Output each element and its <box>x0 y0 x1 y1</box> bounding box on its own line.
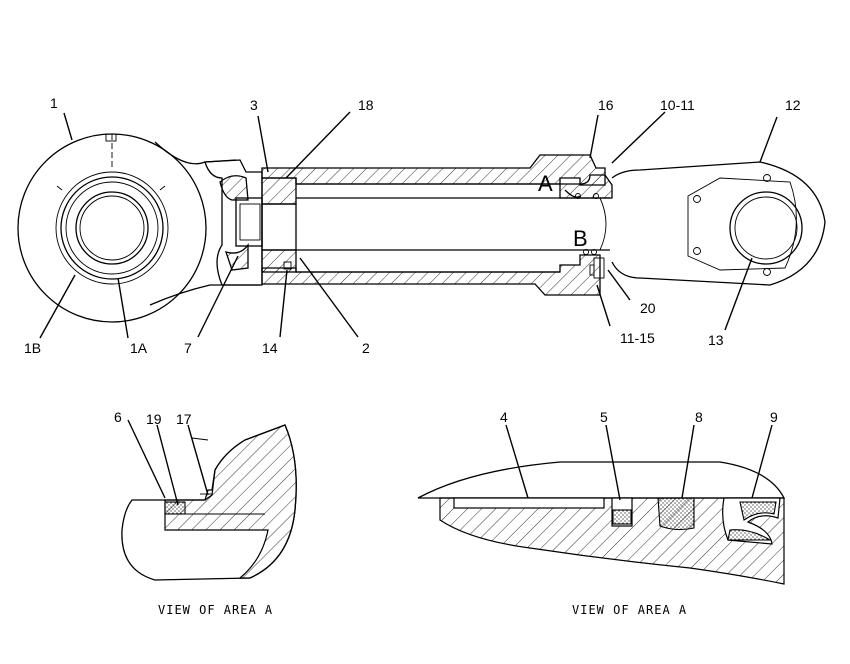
callout-10-11: 10-11 <box>660 97 695 113</box>
rod-end-body <box>204 159 263 286</box>
rod-eye-end <box>17 133 260 323</box>
callout-17: 17 <box>176 411 192 427</box>
callout-3: 3 <box>250 97 258 113</box>
port-label-b: B <box>573 226 588 251</box>
piston-rod <box>296 197 610 251</box>
callout-6: 6 <box>114 409 122 425</box>
callout-9: 9 <box>770 409 778 425</box>
callout-5: 5 <box>600 409 608 425</box>
detail-view-right <box>417 424 786 585</box>
head-gland <box>559 174 613 279</box>
callout-7: 7 <box>184 340 192 356</box>
caption-left-view: VIEW OF AREA A <box>158 603 273 617</box>
callout-11-15: 11-15 <box>620 330 655 346</box>
callout-1a: 1A <box>130 340 148 356</box>
port-label-a: A <box>538 171 553 196</box>
detail-view-left <box>121 419 297 581</box>
leader-lines-main <box>39 111 778 339</box>
callout-20: 20 <box>640 300 656 316</box>
callout-19: 19 <box>146 411 162 427</box>
callout-1b: 1B <box>24 340 41 356</box>
callout-1: 1 <box>50 95 58 111</box>
callout-4: 4 <box>500 409 508 425</box>
callout-14: 14 <box>262 340 278 356</box>
cylinder-tube <box>261 154 606 296</box>
callout-8: 8 <box>695 409 703 425</box>
caption-right-view: VIEW OF AREA A <box>572 603 687 617</box>
callout-13: 13 <box>708 332 724 348</box>
piston <box>261 177 297 273</box>
callout-2: 2 <box>362 340 370 356</box>
callout-12: 12 <box>785 97 801 113</box>
cap-end-mount <box>611 161 826 286</box>
callout-16: 16 <box>598 97 614 113</box>
callout-18: 18 <box>358 97 374 113</box>
